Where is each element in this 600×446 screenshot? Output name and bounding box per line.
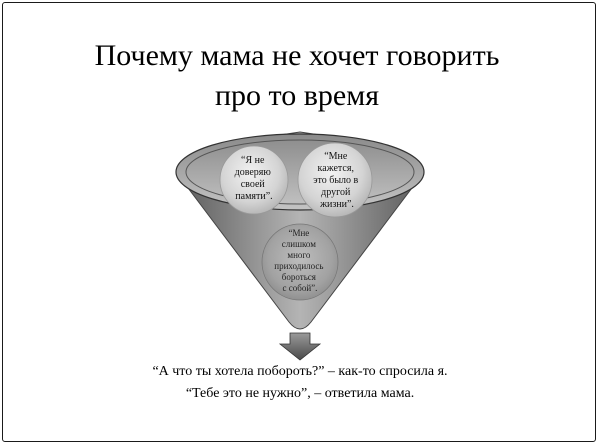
circle-1-line-1: “Я не [241,155,265,166]
circle-1-line-4: памяти”. [235,191,272,202]
dialogue-question: “А что ты хотела побороть?” – как-то спр… [152,364,448,379]
circle-3-line-3: много [287,250,310,260]
circle-2-line-2: кажется, [318,163,354,174]
title-line-1: Почему мама не хочет говорить [94,39,500,72]
circle-3-line-4: приходилось [274,261,323,271]
circle-2-text: “Мне кажется, это было в другой жизни”. [313,151,361,210]
funnel-circle-3 [261,223,339,301]
funnel-circle-1 [219,145,289,215]
circle-3-line-5: бороться [282,272,316,282]
dialogue-answer: “Тебе это не нужно”, – ответила мама. [185,386,415,401]
circle-3-line-2: слишком [282,239,316,249]
circle-3-line-6: с собой”. [283,283,318,293]
title-line-2: про то время [214,79,380,112]
circle-1-text: “Я не доверяю своей памяти”. [235,155,274,202]
circle-2-line-4: другой [321,187,351,198]
circle-1-line-3: своей [241,179,266,190]
circle-2-line-5: жизни”. [319,199,354,210]
circle-2-line-3: это было в [313,175,358,186]
circle-1-line-2: доверяю [235,167,272,178]
down-arrow-icon [278,332,322,361]
funnel-rim-inner [185,139,415,205]
circle-3-text: “Мне слишком много приходилось бороться … [274,228,326,293]
funnel-circle-2 [297,142,373,218]
circle-2-line-1: “Мне [324,151,348,162]
slide-title: Почему мама не хочет говорить про то вре… [0,36,594,116]
circle-3-line-1: “Мне [288,228,309,238]
